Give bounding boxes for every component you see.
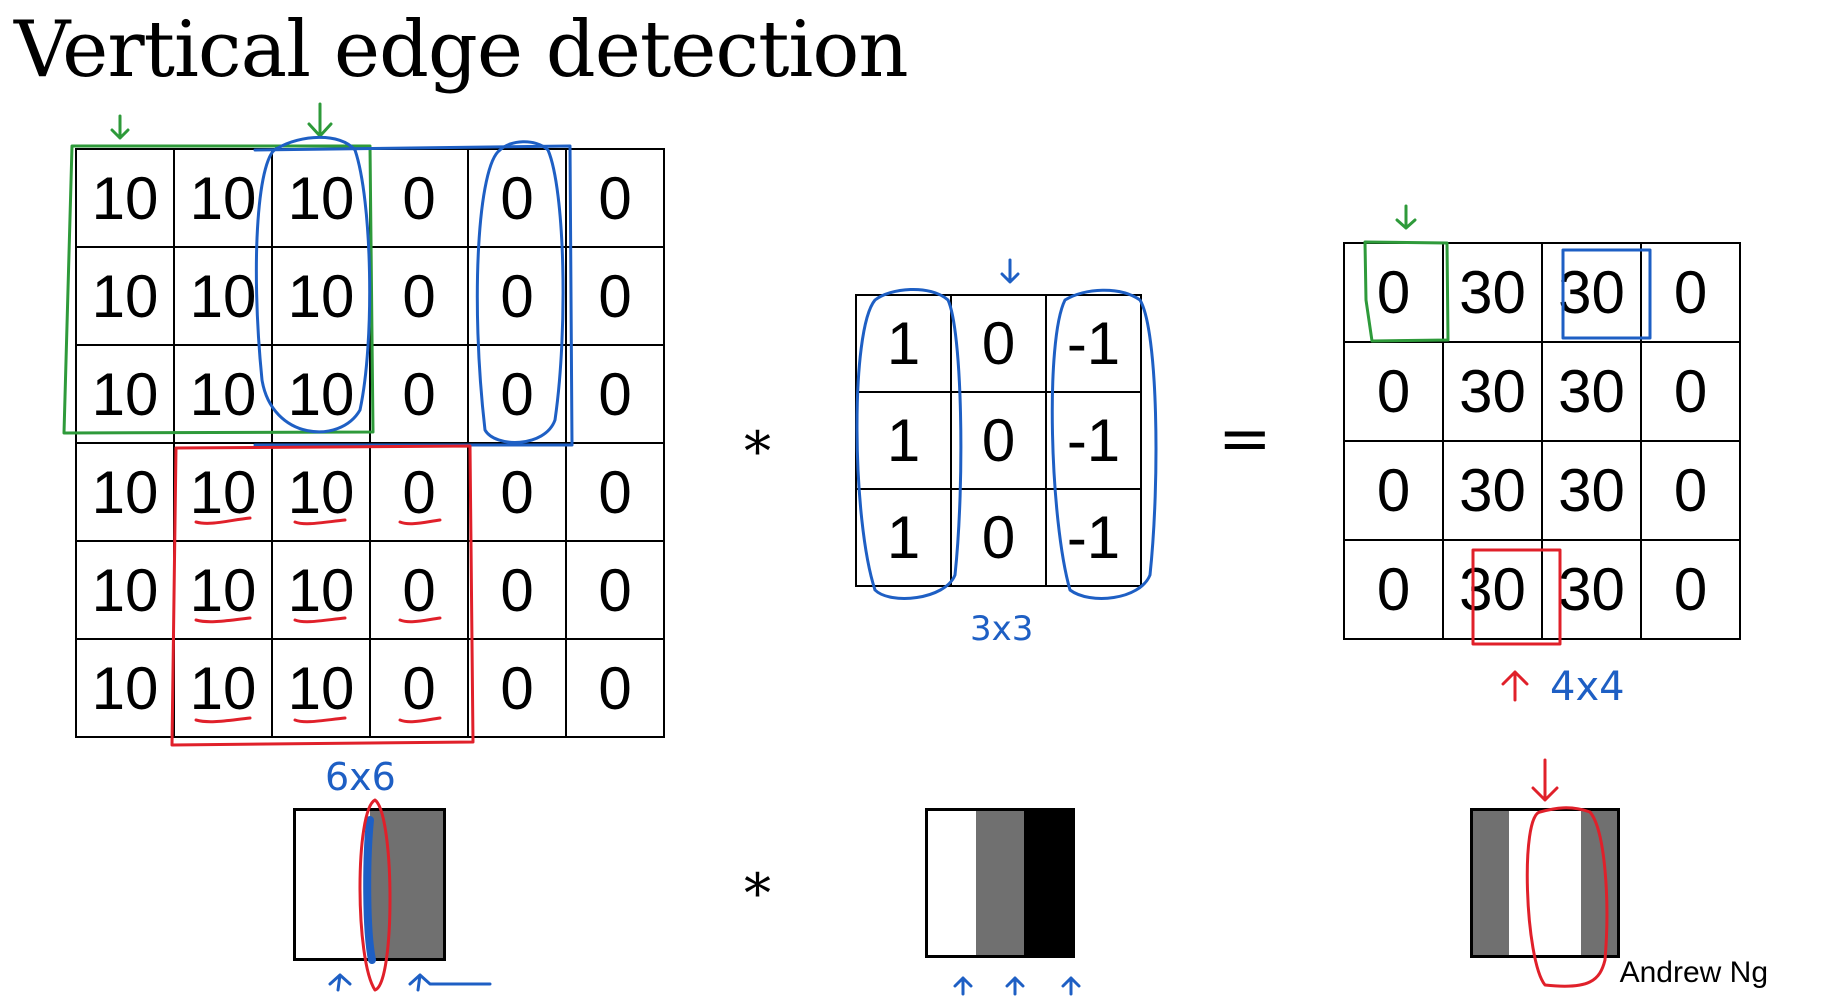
slide-title: Vertical edge detection: [14, 5, 909, 95]
matrix-cell: 30: [1442, 341, 1543, 442]
image-column: [1023, 811, 1072, 955]
matrix-cell: 0: [1343, 539, 1444, 640]
matrix-cell: 0: [950, 391, 1047, 490]
output-image-illustration: [1470, 808, 1620, 958]
matrix-cell: -1: [1045, 294, 1142, 393]
matrix-cell: -1: [1045, 391, 1142, 490]
matrix-cell: 0: [565, 540, 665, 640]
image-column: [1473, 811, 1509, 955]
matrix-cell: 0: [467, 540, 567, 640]
matrix-cell: 0: [950, 488, 1047, 587]
image-column: [975, 811, 1024, 955]
image-column: [1581, 811, 1617, 955]
matrix-cell: 1: [855, 294, 952, 393]
matrix-cell: 30: [1541, 440, 1642, 541]
matrix-cell: 10: [173, 344, 273, 444]
matrix-cell: 10: [271, 540, 371, 640]
image-column: [296, 811, 370, 958]
matrix-cell: 1: [855, 488, 952, 587]
matrix-cell: 0: [565, 638, 665, 738]
matrix-cell: 0: [565, 442, 665, 542]
matrix-row: 10 10 10 0 0 0: [75, 246, 665, 346]
matrix-cell: 0: [1640, 539, 1741, 640]
matrix-cell: 0: [369, 344, 469, 444]
matrix-row: 10 10 10 0 0 0: [75, 638, 665, 738]
matrix-cell: 0: [467, 638, 567, 738]
input-matrix: 10 10 10 0 0 0 10 10 10 0 0 0 10 10 10 0…: [75, 148, 665, 738]
matrix-cell: 10: [271, 442, 371, 542]
input-image-illustration: [293, 808, 446, 961]
matrix-cell: 0: [1640, 242, 1741, 343]
matrix-cell: 0: [369, 148, 469, 248]
matrix-cell: 10: [173, 442, 273, 542]
matrix-cell: 30: [1442, 539, 1543, 640]
matrix-row: 0 30 30 0: [1343, 440, 1741, 541]
matrix-cell: 0: [1343, 242, 1444, 343]
matrix-row: 0 30 30 0: [1343, 539, 1741, 640]
matrix-row: 1 0 -1: [855, 294, 1142, 393]
matrix-cell: 10: [271, 344, 371, 444]
matrix-cell: 0: [467, 344, 567, 444]
matrix-cell: 10: [75, 344, 175, 444]
matrix-cell: 30: [1541, 539, 1642, 640]
image-column: [928, 811, 976, 955]
output-size-label: 4x4: [1550, 664, 1625, 710]
matrix-cell: 0: [1343, 440, 1444, 541]
matrix-cell: 0: [950, 294, 1047, 393]
matrix-cell: 1: [855, 391, 952, 490]
matrix-cell: 0: [565, 344, 665, 444]
filter-matrix: 1 0 -1 1 0 -1 1 0 -1: [855, 294, 1142, 587]
convolution-operator: *: [744, 420, 771, 483]
equals-operator: =: [1218, 402, 1272, 476]
convolution-operator-image: *: [744, 862, 771, 925]
matrix-cell: 10: [173, 148, 273, 248]
matrix-cell: 0: [369, 246, 469, 346]
matrix-cell: -1: [1045, 488, 1142, 587]
matrix-row: 0 30 30 0: [1343, 242, 1741, 343]
image-column: [369, 811, 443, 958]
matrix-cell: 10: [75, 638, 175, 738]
matrix-cell: 10: [75, 246, 175, 346]
matrix-cell: 0: [1343, 341, 1444, 442]
matrix-cell: 0: [565, 246, 665, 346]
matrix-cell: 0: [565, 148, 665, 248]
matrix-cell: 0: [369, 442, 469, 542]
matrix-cell: 10: [173, 540, 273, 640]
matrix-cell: 10: [271, 638, 371, 738]
matrix-cell: 0: [369, 638, 469, 738]
matrix-cell: 10: [271, 148, 371, 248]
matrix-cell: 0: [1640, 341, 1741, 442]
matrix-row: 1 0 -1: [855, 391, 1142, 490]
author-credit: Andrew Ng: [1619, 956, 1768, 989]
matrix-row: 1 0 -1: [855, 488, 1142, 587]
matrix-cell: 30: [1442, 242, 1543, 343]
filter-size-label: 3x3: [970, 609, 1033, 649]
matrix-row: 10 10 10 0 0 0: [75, 540, 665, 640]
matrix-cell: 10: [75, 442, 175, 542]
matrix-cell: 30: [1442, 440, 1543, 541]
matrix-row: 10 10 10 0 0 0: [75, 442, 665, 542]
matrix-cell: 0: [467, 246, 567, 346]
matrix-row: 10 10 10 0 0 0: [75, 148, 665, 248]
matrix-cell: 30: [1541, 242, 1642, 343]
image-column: [1509, 811, 1581, 955]
matrix-cell: 10: [173, 246, 273, 346]
matrix-cell: 0: [467, 148, 567, 248]
matrix-cell: 10: [173, 638, 273, 738]
matrix-cell: 10: [271, 246, 371, 346]
output-matrix: 0 30 30 0 0 30 30 0 0 30 30 0 0 30 30 0: [1343, 242, 1741, 640]
matrix-row: 0 30 30 0: [1343, 341, 1741, 442]
filter-image-illustration: [925, 808, 1075, 958]
input-size-label: 6x6: [325, 755, 396, 799]
matrix-cell: 0: [369, 540, 469, 640]
matrix-cell: 0: [467, 442, 567, 542]
matrix-cell: 0: [1640, 440, 1741, 541]
matrix-cell: 30: [1541, 341, 1642, 442]
matrix-cell: 10: [75, 540, 175, 640]
matrix-cell: 10: [75, 148, 175, 248]
matrix-row: 10 10 10 0 0 0: [75, 344, 665, 444]
